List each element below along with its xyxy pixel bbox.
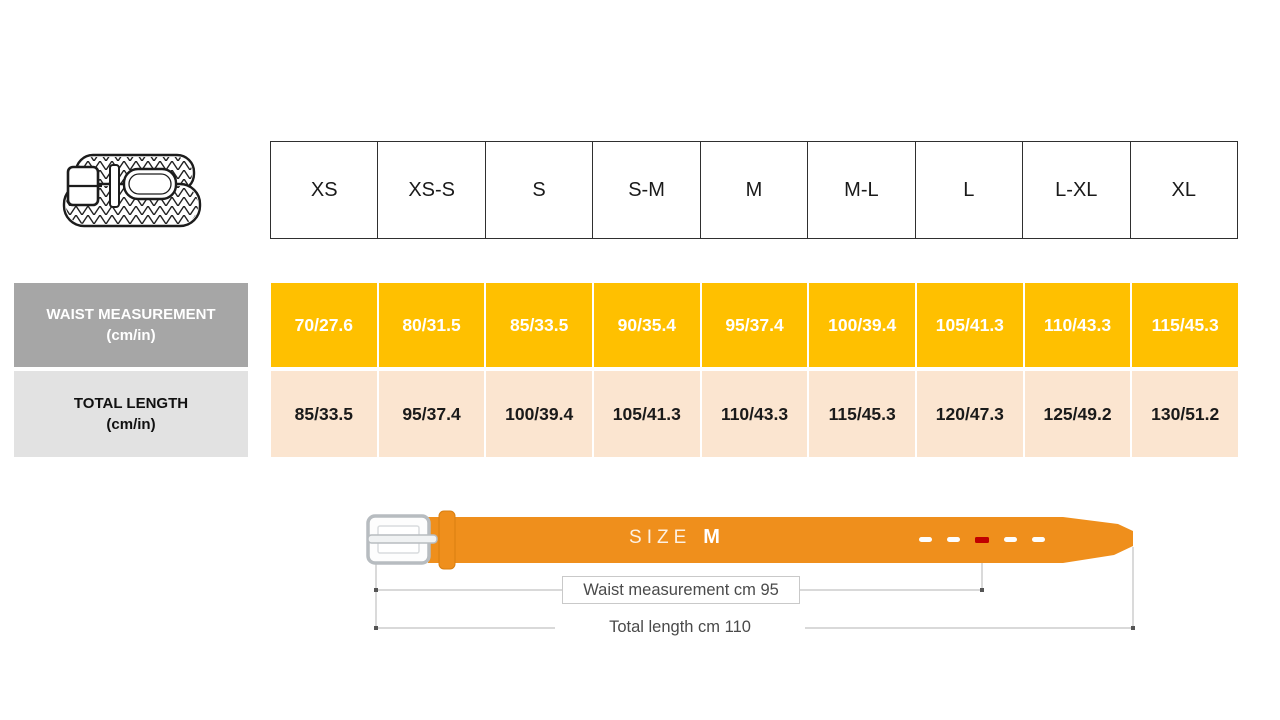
total-value-cell: 125/49.2 xyxy=(1024,371,1131,457)
waist-value-cell: 115/45.3 xyxy=(1132,283,1239,367)
size-header-cell: XL xyxy=(1129,141,1238,239)
waist-row-label: WAIST MEASUREMENT (cm/in) xyxy=(14,283,248,367)
total-value-cell: 100/39.4 xyxy=(486,371,593,457)
total-row-label: TOTAL LENGTH (cm/in) xyxy=(14,371,248,457)
size-header-cell: XS xyxy=(270,141,379,239)
size-header-cell: L-XL xyxy=(1022,141,1131,239)
waist-value-cell: 85/33.5 xyxy=(486,283,593,367)
waist-label-text: WAIST MEASUREMENT xyxy=(46,306,216,323)
thumb-belt-tip xyxy=(122,167,178,201)
buckle-prong xyxy=(367,534,438,544)
size-header-cell: S xyxy=(484,141,594,239)
waist-value-cell: 90/35.4 xyxy=(594,283,700,367)
total-value-cell: 120/47.3 xyxy=(917,371,1023,457)
belt-size-text: SIZE M xyxy=(540,526,810,549)
size-header-cell: S-M xyxy=(592,141,701,239)
total-label-text: TOTAL LENGTH xyxy=(73,395,189,412)
belt-keeper-loop xyxy=(438,510,456,570)
total-value-cell: 85/33.5 xyxy=(271,371,377,457)
waist-value-cell: 105/41.3 xyxy=(917,283,1023,367)
total-length-note: Total length cm 110 xyxy=(555,615,805,639)
belt-buckle xyxy=(366,514,438,565)
total-value-cell: 110/43.3 xyxy=(701,371,808,457)
size-header-cell: M xyxy=(699,141,809,239)
braided-belt-icon xyxy=(62,153,202,228)
selected-hole-marker xyxy=(975,537,989,543)
waist-measurement-note: Waist measurement cm 95 xyxy=(562,576,800,604)
size-value: M xyxy=(703,526,721,548)
waist-value-cell: 100/39.4 xyxy=(809,283,916,367)
size-prefix: SIZE xyxy=(629,527,692,548)
waist-value-cell: 70/27.6 xyxy=(271,283,377,367)
total-value-cell: 105/41.3 xyxy=(594,371,700,457)
total-value-cell: 115/45.3 xyxy=(809,371,916,457)
waist-label-unit: (cm/in) xyxy=(106,327,156,344)
waist-value-cell: 80/31.5 xyxy=(378,283,485,367)
total-value-cell: 130/51.2 xyxy=(1132,371,1239,457)
belt-holes xyxy=(919,537,1045,543)
total-value-cell: 95/37.4 xyxy=(378,371,485,457)
waist-value-cell: 110/43.3 xyxy=(1024,283,1131,367)
size-header-cell: L xyxy=(914,141,1024,239)
belt-diagram-illustration xyxy=(366,510,1135,630)
size-header-cell: M-L xyxy=(807,141,916,239)
waist-value-cell: 95/37.4 xyxy=(701,283,808,367)
belt-strap xyxy=(428,517,1133,563)
total-label-unit: (cm/in) xyxy=(106,416,156,433)
size-header-cell: XS-S xyxy=(377,141,486,239)
